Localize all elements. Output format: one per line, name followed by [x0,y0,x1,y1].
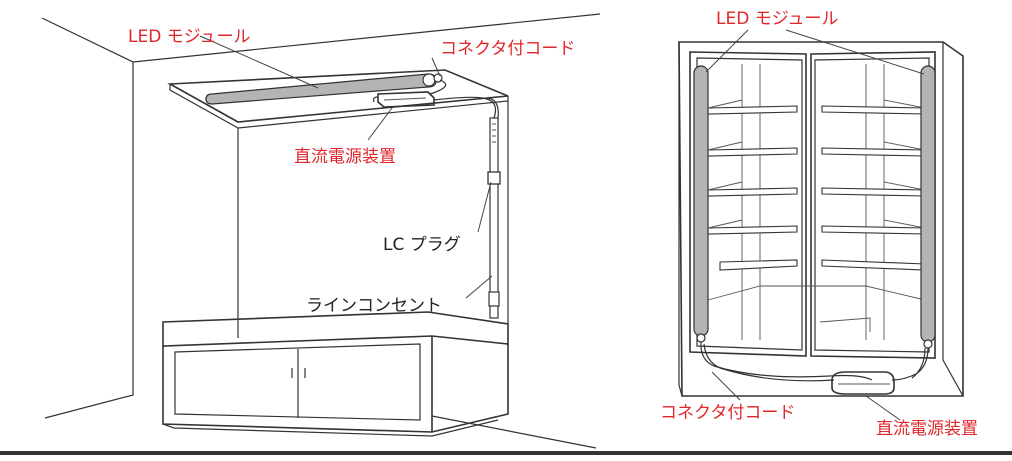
left-connector-cord-label: コネクタ付コード [440,39,575,59]
left-led-module-label: LED モジュール [128,27,251,47]
right-illustration [678,29,964,421]
left-cabinet [162,311,509,437]
left-line-outlet-label: ラインコンセント [306,296,442,316]
bottom-rule [0,451,1012,455]
right-connector-cord-label: コネクタ付コード [660,403,795,423]
right-dc-power-unit [831,371,895,395]
left-led-module [205,73,443,105]
left-dc-power-unit [372,91,435,108]
right-led-module-right [920,65,936,349]
right-led-module-left [693,65,709,343]
right-dc-power-label: 直流電源装置 [876,419,978,439]
left-dc-power-label: 直流電源装置 [294,147,396,167]
right-led-module-label: LED モジュール [716,9,839,29]
left-lc-plug-label: LC プラグ [383,235,461,255]
left-illustration [41,13,601,449]
left-line-outlet [487,117,501,319]
